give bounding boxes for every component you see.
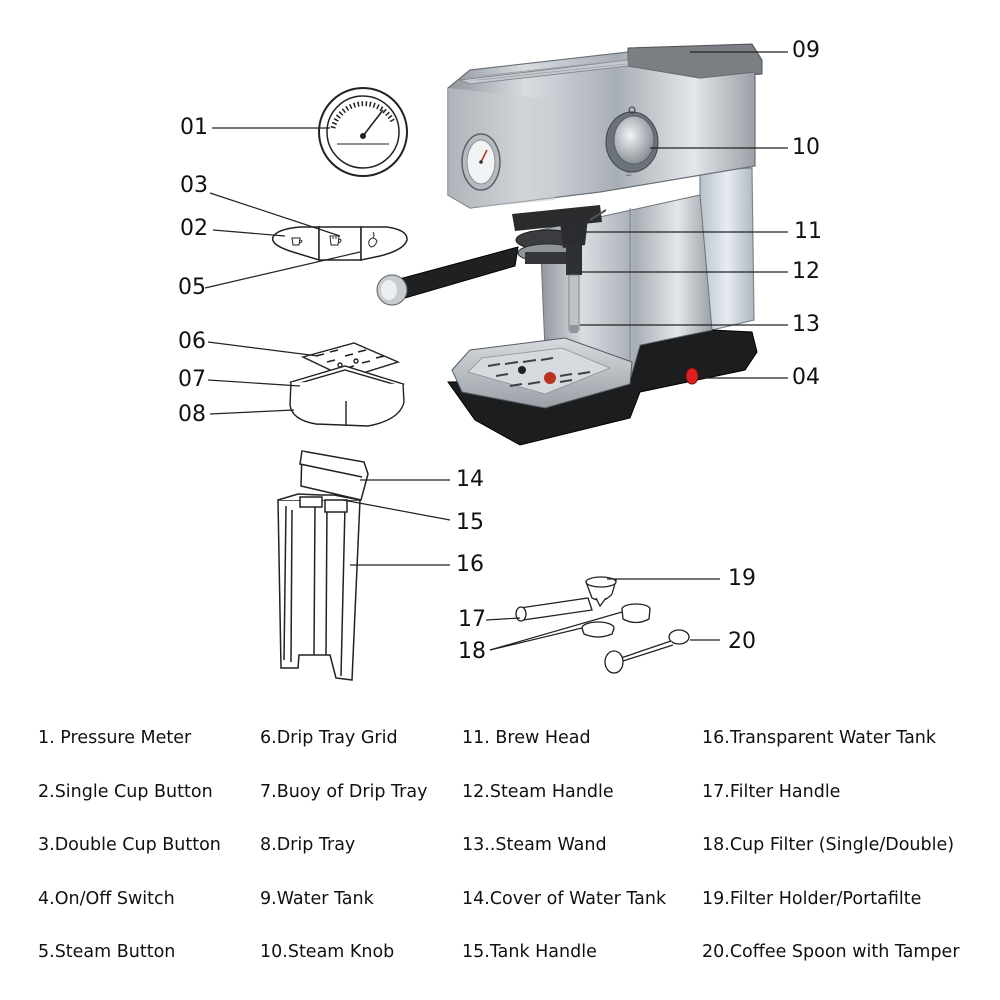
machine-drip-tray [451, 337, 633, 409]
legend-item: 1. Pressure Meter [38, 728, 192, 748]
callout-20: 20 [728, 629, 756, 654]
portafilter-set-drawing [515, 576, 690, 674]
callout-18: 18 [458, 639, 486, 664]
control-buttons-drawing [271, 226, 408, 262]
callout-07: 07 [178, 367, 206, 392]
legend-item: 17.Filter Handle [702, 782, 841, 802]
legend-item: 14.Cover of Water Tank [462, 889, 667, 909]
callout-06: 06 [178, 329, 206, 354]
power-switch-part [685, 367, 699, 385]
callout-17: 17 [458, 607, 486, 632]
callout-03: 03 [180, 173, 208, 198]
legend-item: 20.Coffee Spoon with Tamper [702, 942, 960, 962]
legend-item: 4.On/Off Switch [38, 889, 175, 909]
water-tank-drawing [277, 450, 369, 681]
legend-item: 15.Tank Handle [462, 942, 597, 962]
leader-lines [204, 51, 788, 651]
espresso-machine: ♨ [376, 43, 763, 446]
legend-item: 2.Single Cup Button [38, 782, 213, 802]
pressure-meter-drawing [318, 87, 408, 177]
callout-11: 11 [794, 219, 822, 244]
parts-legend: 1. Pressure Meter 2.Single Cup Button 3.… [0, 712, 1000, 992]
callout-01: 01 [180, 115, 208, 140]
callout-14: 14 [456, 467, 484, 492]
legend-item: 6.Drip Tray Grid [260, 728, 398, 748]
legend-item: 7.Buoy of Drip Tray [260, 782, 428, 802]
legend-item: 9.Water Tank [260, 889, 374, 909]
callout-04: 04 [792, 365, 820, 390]
callout-16: 16 [456, 552, 484, 577]
top-vent [477, 59, 627, 81]
legend-item: 5.Steam Button [38, 942, 176, 962]
portafilter-part [376, 246, 519, 306]
callout-12: 12 [792, 259, 820, 284]
drip-tray-grid-drawing [301, 342, 401, 379]
legend-item: 16.Transparent Water Tank [702, 728, 937, 748]
callout-02: 02 [180, 216, 208, 241]
callout-13: 13 [792, 312, 820, 337]
callout-15: 15 [456, 510, 484, 535]
callout-19: 19 [728, 566, 756, 591]
legend-item: 13..Steam Wand [462, 835, 607, 855]
callout-05: 05 [178, 275, 206, 300]
callout-10: 10 [792, 135, 820, 160]
callout-09: 09 [792, 38, 820, 63]
legend-item: 12.Steam Handle [462, 782, 614, 802]
legend-item: 10.Steam Knob [260, 942, 395, 962]
pressure-gauge [461, 133, 501, 191]
steam-wand-part [560, 209, 607, 333]
legend-item: 18.Cup Filter (Single/Double) [702, 835, 955, 855]
steam-knob: ♨ [605, 106, 659, 178]
svg-text:♨: ♨ [625, 169, 632, 178]
callout-08: 08 [178, 402, 206, 427]
legend-item: 8.Drip Tray [260, 835, 356, 855]
diagram-drawing: ♨ [204, 43, 788, 681]
legend-item: 11. Brew Head [462, 728, 591, 748]
legend-item: 3.Double Cup Button [38, 835, 221, 855]
exploded-parts-diagram: ♨ [178, 38, 822, 681]
drip-tray-drawing [288, 365, 406, 427]
legend-item: 19.Filter Holder/Portafilte [702, 889, 922, 909]
